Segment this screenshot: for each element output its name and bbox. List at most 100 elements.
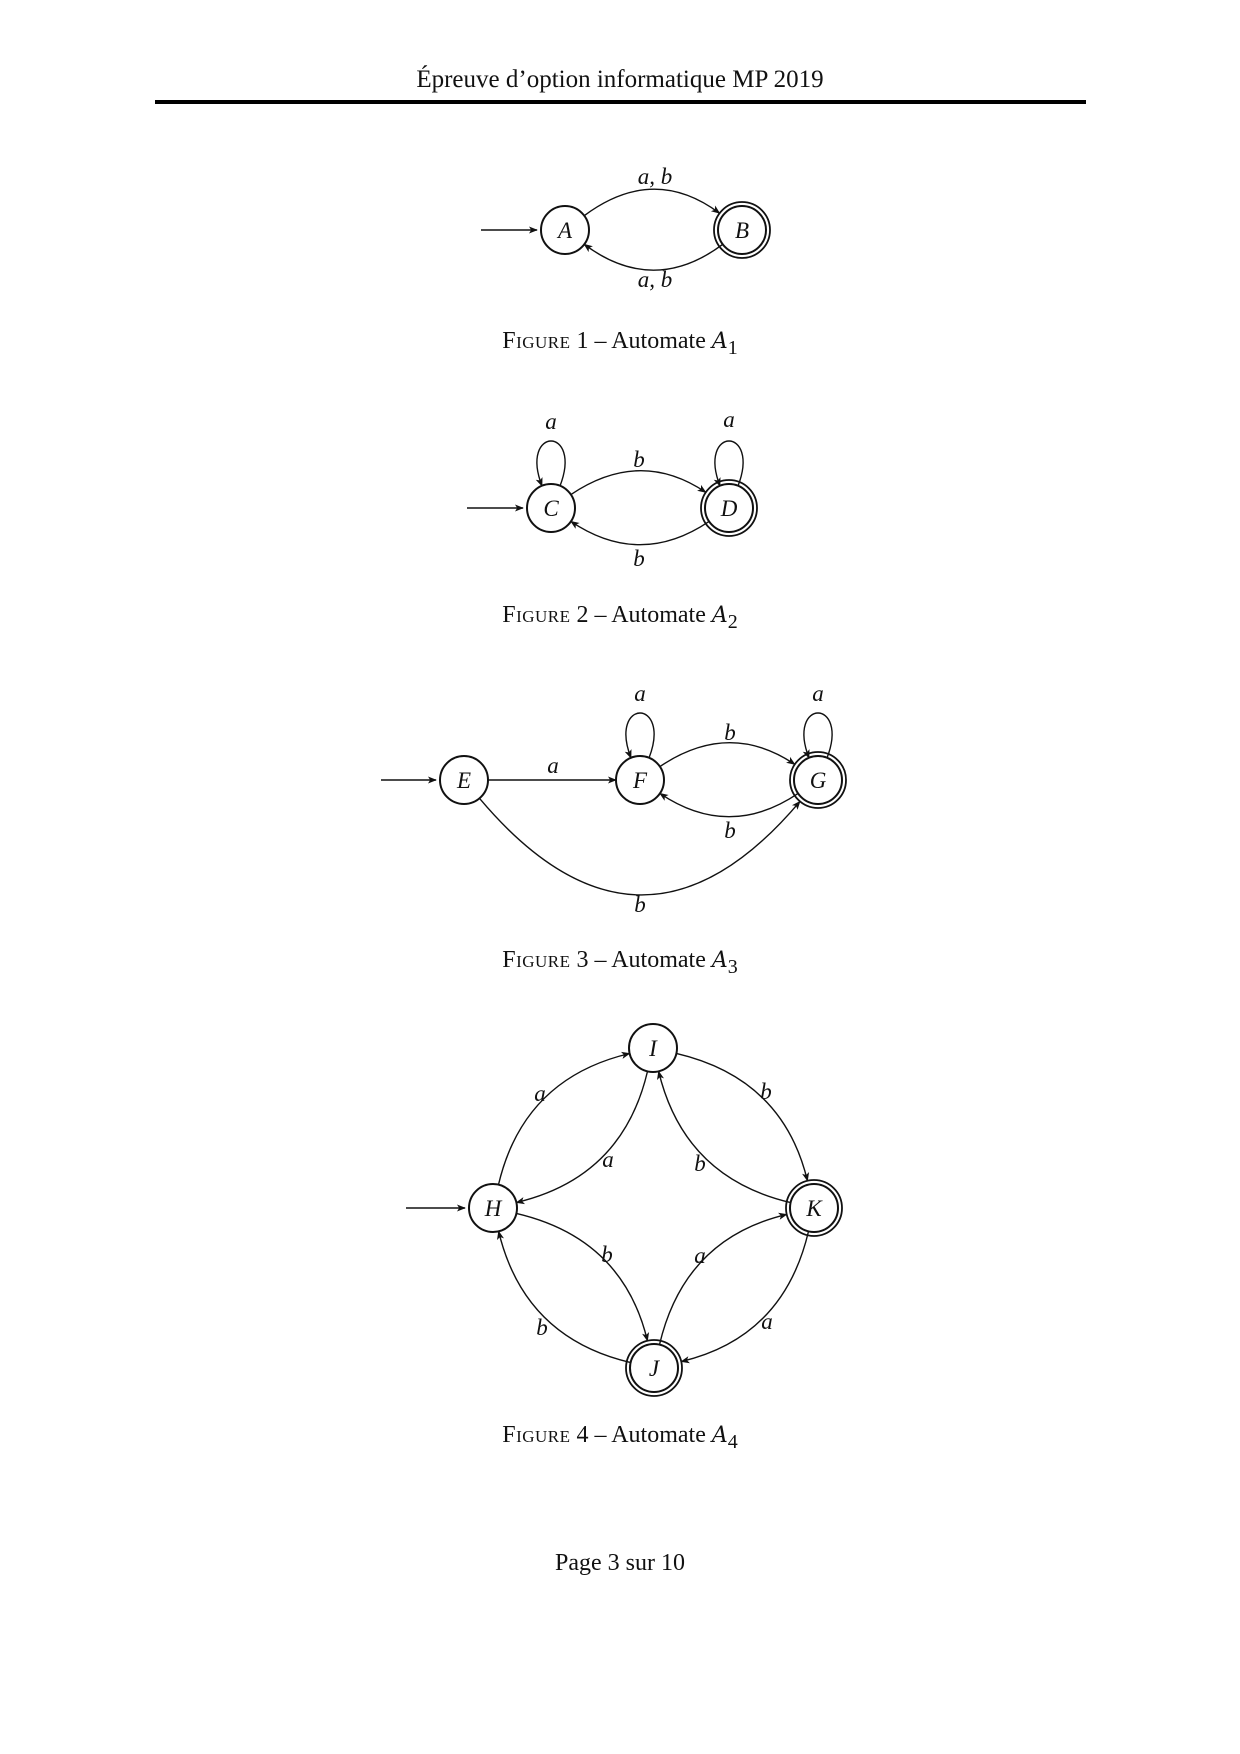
transition-arrow-A-B: [583, 188, 721, 217]
transition-label-K-J: a: [761, 1309, 773, 1334]
state-H: H: [406, 1183, 518, 1233]
figure-caption-1: Figure 1 – Automate A1: [0, 328, 1240, 360]
state-circle: [629, 1343, 679, 1393]
transition-label-I-H: a: [602, 1147, 614, 1172]
transition-arrow-H-J: [516, 1212, 650, 1342]
transition-label-J-H: b: [536, 1315, 548, 1340]
caption-symbol: A: [711, 329, 728, 354]
caption-text: Automate: [611, 602, 706, 628]
transition-arrow-C-C: [535, 440, 566, 487]
caption-sep: –: [594, 602, 607, 628]
state-J: J: [625, 1339, 683, 1397]
state-K: K: [785, 1179, 843, 1237]
transition-arrow-F-G: [659, 742, 796, 768]
state-I: I: [628, 1023, 678, 1073]
caption-symbol: A: [711, 603, 728, 628]
state-label: E: [456, 768, 471, 793]
transition-label-I-K: b: [760, 1079, 772, 1104]
transition-arrow-K-I: [657, 1070, 791, 1204]
caption-symbol: A: [711, 948, 728, 973]
caption-number: 2: [576, 602, 589, 628]
state-circle: [468, 1183, 518, 1233]
state-label: J: [649, 1356, 661, 1381]
transition-arrow-D-D: [713, 440, 744, 487]
caption-symbol: A: [711, 1423, 728, 1448]
transition-arrow-E-G: [478, 797, 801, 896]
page-number: Page 3 sur 10: [555, 1550, 685, 1576]
transition-arrow-J-K: [658, 1212, 788, 1345]
caption-subscript: 1: [727, 336, 738, 359]
transition-arrow-I-K: [676, 1052, 810, 1182]
transition-label-A-B: a, b: [638, 164, 673, 189]
caption-text: Automate: [611, 1422, 706, 1448]
transition-arrow-F-F: [624, 712, 655, 759]
transition-label-E-F: a: [547, 753, 559, 778]
transition-label-B-A: a, b: [638, 267, 673, 292]
caption-prefix: Figure: [502, 602, 571, 628]
caption-text: Automate: [611, 328, 706, 354]
transition-label-H-J: b: [601, 1242, 613, 1267]
transition-label-C-C: a: [545, 409, 557, 434]
state-circle: [793, 755, 843, 805]
transition-label-E-G: b: [634, 892, 646, 917]
caption-subscript: 4: [727, 1430, 738, 1453]
figure-caption-4: Figure 4 – Automate A4: [0, 1422, 1240, 1454]
transition-arrow-G-G: [802, 712, 833, 759]
transition-arrow-G-F: [659, 792, 799, 818]
state-circle: [615, 755, 665, 805]
state-label: H: [484, 1196, 503, 1221]
accepting-ring: [789, 751, 847, 809]
caption-prefix: Figure: [502, 1422, 571, 1448]
accepting-ring: [625, 1339, 683, 1397]
state-B: B: [713, 201, 771, 259]
state-F: F: [615, 755, 665, 805]
state-circle: [439, 755, 489, 805]
transition-arrow-D-C: [570, 520, 710, 546]
caption-sep: –: [594, 947, 607, 973]
state-E: E: [381, 755, 489, 805]
state-label: G: [810, 768, 827, 793]
state-G: G: [789, 751, 847, 809]
state-circle: [540, 205, 590, 255]
transition-label-D-D: a: [723, 407, 735, 432]
state-circle: [789, 1183, 839, 1233]
figure-caption-2: Figure 2 – Automate A2: [0, 602, 1240, 634]
transition-arrow-I-H: [515, 1071, 649, 1205]
caption-subscript: 2: [727, 610, 738, 633]
transition-label-G-F: b: [724, 818, 736, 843]
caption-sep: –: [594, 328, 607, 354]
transition-label-F-F: a: [634, 681, 646, 706]
state-label: F: [632, 768, 648, 793]
transition-arrow-K-J: [680, 1231, 810, 1364]
state-label: K: [805, 1196, 823, 1221]
state-circle: [526, 483, 576, 533]
transition-label-F-G: b: [724, 720, 736, 745]
state-label: C: [543, 496, 559, 521]
caption-sep: –: [594, 1422, 607, 1448]
caption-number: 3: [576, 947, 589, 973]
accepting-ring: [713, 201, 771, 259]
automaton-figure-1: a, b a, b A B: [481, 164, 771, 292]
transition-arrow-J-H: [497, 1230, 631, 1364]
state-C: C: [467, 483, 576, 533]
state-A: A: [481, 205, 590, 255]
transition-arrow-B-A: [583, 243, 724, 271]
state-label: B: [735, 218, 749, 243]
state-D: D: [700, 479, 758, 537]
transition-label-C-D: b: [633, 447, 645, 472]
page-header: Épreuve d’option informatique MP 2019: [416, 66, 824, 93]
transition-arrow-C-D: [570, 470, 707, 496]
caption-prefix: Figure: [502, 947, 571, 973]
state-label: I: [648, 1036, 658, 1061]
state-circle: [704, 483, 754, 533]
transition-label-J-K: a: [694, 1243, 706, 1268]
accepting-ring: [785, 1179, 843, 1237]
header-rule: [155, 100, 1086, 104]
accepting-ring: [700, 479, 758, 537]
caption-prefix: Figure: [502, 328, 571, 354]
caption-text: Automate: [611, 947, 706, 973]
transition-label-K-I: b: [694, 1151, 706, 1176]
